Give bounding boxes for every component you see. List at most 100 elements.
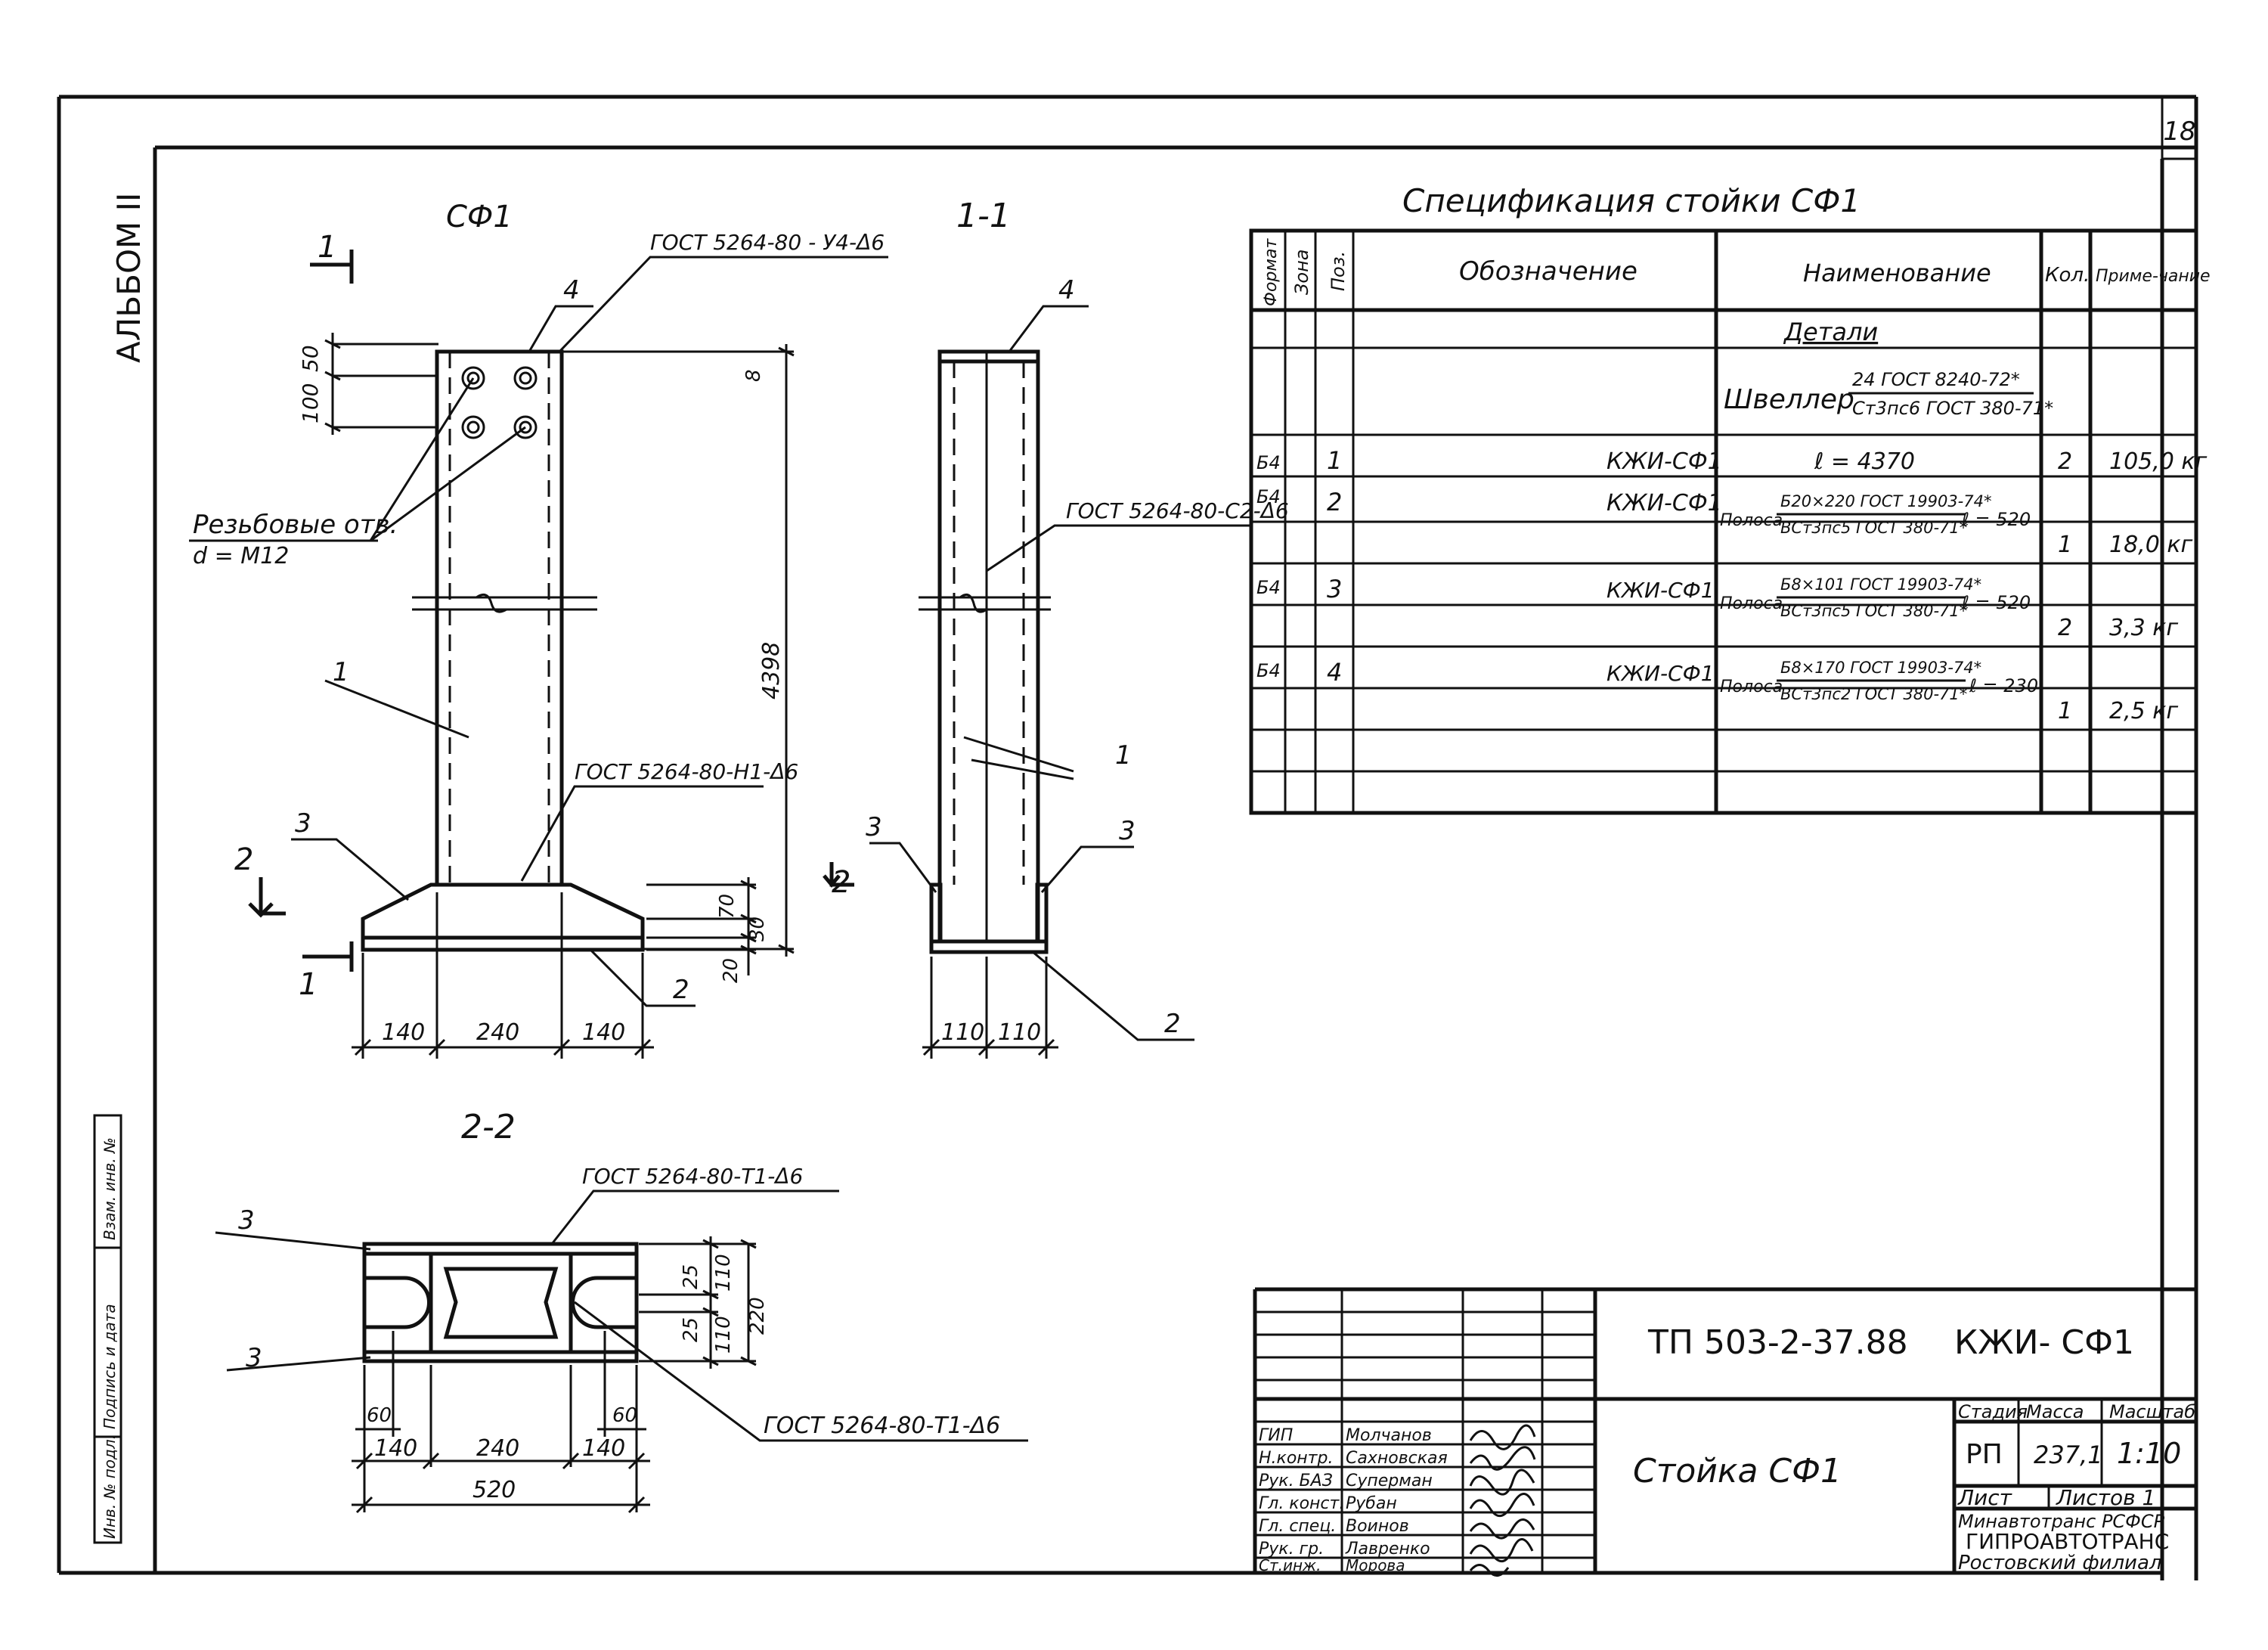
- plan-view-title: 2-2: [461, 1108, 516, 1146]
- cut2-right-label: 2: [832, 865, 850, 900]
- tb-role-2: Рук. БАЗ: [1259, 1472, 1333, 1490]
- tb-person-1: Сахновская: [1346, 1449, 1448, 1468]
- tb-role-1: Н.контр.: [1259, 1449, 1333, 1468]
- spec-channel-den: Ст3пс6 ГОСТ 380-71*: [1852, 398, 2053, 419]
- pos1-side: 1: [1115, 740, 1132, 771]
- spec-row4-len: ℓ = 230: [1969, 675, 2038, 696]
- dim-top-8: 8: [742, 369, 765, 382]
- weld-base-label: ГОСТ 5264-80-Н1-Δ6: [575, 759, 798, 784]
- spec-header-zone: Зона: [1291, 250, 1312, 295]
- spec-row-4: Б4 4 КЖИ-СФ1 Полоса Б8×170 ГОСТ 19903-74…: [1256, 658, 2178, 724]
- weld-top-label: ГОСТ 5264-80 - У4-Δ6: [650, 230, 885, 255]
- plan-view: 2-2 25 25 110 110 220 60 60 140 240 140 …: [215, 1108, 1028, 1514]
- tb-doc: КЖИ- СФ1: [1954, 1323, 2134, 1362]
- spec-header-format: Формат: [1262, 238, 1281, 306]
- dim-plan-240: 240: [476, 1435, 519, 1462]
- tb-code: ТП 503-2-37.88: [1647, 1323, 1908, 1362]
- pos3-side-right: 3: [1119, 816, 1136, 846]
- cut1-bottom-label: 1: [299, 967, 318, 1002]
- dim-base-70: 70: [716, 894, 739, 919]
- spec-row2-label: Полоса: [1720, 511, 1783, 530]
- dim-plan-520: 520: [472, 1477, 516, 1503]
- tb-role-3: Гл. конст.: [1259, 1494, 1344, 1513]
- spec-row2-qty: 1: [2058, 532, 2072, 558]
- stamp-replace-inv: Взам. инв. №: [101, 1137, 119, 1240]
- tb-person-6: Морова: [1346, 1556, 1405, 1574]
- pos4-front: 4: [563, 275, 580, 305]
- side-view-title: 1-1: [956, 197, 1011, 235]
- tb-sheet-label: Лист: [1957, 1485, 2012, 1510]
- spec-row3-label: Полоса: [1720, 594, 1783, 613]
- spec-channel-num: 24 ГОСТ 8240-72*: [1852, 369, 2020, 390]
- pos3-side-left: 3: [866, 812, 882, 842]
- spec-row2-pos: 2: [1327, 488, 1342, 516]
- tb-person-5: Лавренко: [1345, 1540, 1430, 1559]
- tb-person-4: Воинов: [1346, 1517, 1409, 1536]
- pos2-side: 2: [1164, 1009, 1181, 1039]
- spec-row1-note: 105,0 кг: [2109, 448, 2208, 475]
- spec-row3-designation: КЖИ-СФ1: [1606, 578, 1715, 603]
- tb-stage: РП: [1966, 1439, 2003, 1470]
- spec-row1-pos: 1: [1327, 446, 1342, 475]
- cut2-left-label: 2: [234, 842, 253, 877]
- spec-row4-designation: КЖИ-СФ1: [1606, 661, 1715, 686]
- tb-role-4: Гл. спец.: [1259, 1517, 1336, 1536]
- album-label: АЛЬБОМ II: [110, 193, 147, 363]
- front-view-title: СФ1: [446, 200, 513, 234]
- dim-plan-140-right: 140: [582, 1435, 625, 1462]
- spec-channel-label: Швеллер: [1724, 384, 1854, 415]
- spec-row3-len: ℓ = 520: [1961, 592, 2031, 613]
- holes-label: Резьбовые отв.: [193, 510, 398, 540]
- dim-base-30: 30: [746, 916, 769, 941]
- dim-plan-60-right: 60: [612, 1404, 637, 1427]
- tb-sheets-label: Листов 1: [2056, 1485, 2155, 1510]
- cut1-top-label: 1: [318, 230, 336, 265]
- spec-row4-num: Б8×170 ГОСТ 19903-74*: [1780, 659, 1981, 677]
- tb-person-0: Молчанов: [1346, 1426, 1432, 1445]
- spec-row3-qty: 2: [2058, 615, 2072, 641]
- spec-row2-num: Б20×220 ГОСТ 19903-74*: [1780, 492, 1991, 510]
- pos3-front: 3: [295, 808, 311, 839]
- tb-person-3: Рубан: [1346, 1494, 1397, 1513]
- dim-height-4398: 4398: [758, 642, 785, 699]
- dim-top-50: 50: [298, 345, 323, 372]
- spec-row2-den: ВСт3пс5 ГОСТ 380-71*: [1780, 519, 1967, 537]
- spec-row1-format: Б4: [1256, 452, 1281, 473]
- spec-header-pos: Поз.: [1328, 251, 1349, 291]
- dim-side-110-left: 110: [941, 1019, 984, 1046]
- spec-row2-format: Б4: [1256, 486, 1281, 507]
- tb-mass-label: Масса: [2026, 1401, 2084, 1422]
- pos1-front: 1: [333, 657, 349, 687]
- holes-size: d = M12: [193, 543, 289, 569]
- spec-row1-qty: 2: [2058, 448, 2072, 475]
- dim-side-110-right: 110: [998, 1019, 1041, 1046]
- spec-row1-designation: КЖИ-СФ1: [1606, 448, 1722, 475]
- tb-role-5: Рук. гр.: [1259, 1540, 1324, 1559]
- spec-row-2: Б4 2 КЖИ-СФ1 Полоса Б20×220 ГОСТ 19903-7…: [1256, 486, 2192, 558]
- dim-plan-25-top: 25: [680, 1264, 702, 1289]
- pos3-plan-top: 3: [238, 1205, 255, 1236]
- spec-row2-note: 18,0 кг: [2109, 532, 2192, 558]
- spec-row2-len: ℓ = 520: [1961, 509, 2031, 530]
- spec-row3-num: Б8×101 ГОСТ 19903-74*: [1780, 575, 1981, 594]
- spec-row4-den: ВСт3пс2 ГОСТ 380-71*: [1780, 685, 1967, 703]
- tb-org3: Ростовский филиал: [1958, 1552, 2162, 1574]
- signature-scribbles: [1469, 1424, 1536, 1577]
- tb-people: ГИП Молчанов Н.контр. Сахновская Рук. БА…: [1259, 1426, 1448, 1574]
- tb-org2: ГИПРОАВТОТРАНС: [1966, 1529, 2169, 1554]
- spec-title: Спецификация стойки СФ1: [1402, 182, 1861, 219]
- spec-row4-note: 2,5 кг: [2109, 698, 2178, 724]
- weld-plan-top-label: ГОСТ 5264-80-Т1-Δ6: [582, 1164, 803, 1189]
- tb-stage-label: Стадия: [1958, 1401, 2028, 1422]
- side-view: 1-1 2 110 110 4 ГОСТ 5264-80-С2-Δ6 1 3 3…: [823, 197, 1289, 1059]
- dim-base-20: 20: [720, 958, 742, 983]
- tb-person-2: Суперман: [1346, 1472, 1433, 1490]
- thread-holes: [461, 366, 538, 439]
- spec-header-name: Наименование: [1803, 259, 1991, 287]
- spec-section-details: Детали: [1783, 318, 1878, 346]
- spec-table: Спецификация стойки СФ1: [1249, 182, 2198, 815]
- tb-scale-label: Масштаб: [2109, 1401, 2195, 1422]
- spec-row3-den: ВСт3пс5 ГОСТ 380-71*: [1780, 602, 1967, 620]
- spec-row3-format: Б4: [1256, 577, 1281, 598]
